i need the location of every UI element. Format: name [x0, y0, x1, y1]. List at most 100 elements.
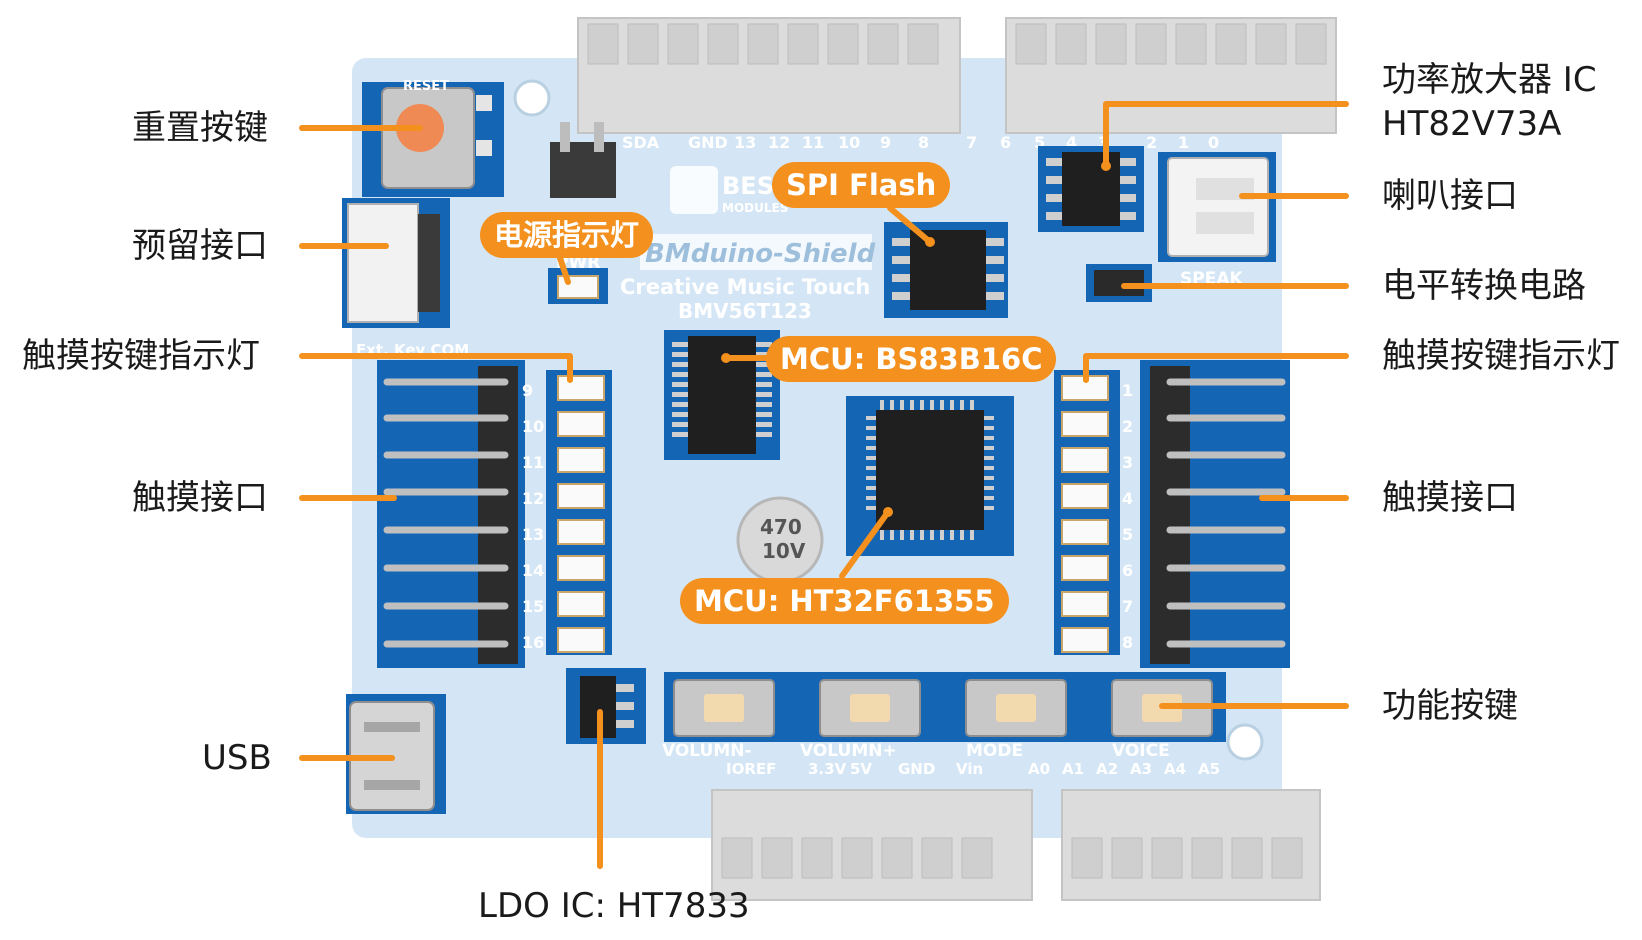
- top-pin-label: 13: [734, 133, 756, 152]
- right-touch-number: 3: [1122, 453, 1133, 472]
- bottom-pin-label: A5: [1198, 760, 1220, 778]
- label-touch-port-right: 触摸接口: [1382, 478, 1518, 518]
- bottom-pin-label: GND: [898, 760, 935, 778]
- label-amp-ic-line2: HT82V73A: [1382, 104, 1562, 144]
- cap-voltage-silk: 10V: [762, 539, 806, 563]
- left-touch-number: 15: [522, 597, 544, 616]
- function-buttons-row: [664, 672, 1226, 742]
- top-pin-label: 12: [768, 133, 790, 152]
- line-touch-led-right: [1083, 353, 1349, 383]
- usb-connector: [346, 694, 446, 814]
- cap-value-silk: 470: [760, 515, 802, 539]
- label-reserved-port: 预留接口: [132, 226, 268, 266]
- callout-lines: [299, 101, 1349, 869]
- button-silk-labels: VOLUMN- VOLUMN+ MODE VOICE: [662, 741, 1170, 761]
- left-touch-number: 13: [522, 525, 544, 544]
- top-pin-label: 7: [966, 133, 977, 152]
- bottom-pin-label: A2: [1096, 760, 1118, 778]
- label-speaker-port: 喇叭接口: [1382, 176, 1518, 216]
- mcu-bs-chip: [664, 330, 780, 460]
- bottom-pin-label: Vin: [956, 760, 983, 778]
- right-touch-number: 1: [1122, 381, 1133, 400]
- line-touch-led-left: [299, 353, 573, 383]
- pill-mcu-ht: MCU: HT32F61355: [680, 578, 1009, 624]
- bottom-pin-label: IOREF: [726, 760, 776, 778]
- left-touch-number: 12: [522, 489, 544, 508]
- left-touch-leds: [546, 370, 612, 655]
- pill-mcu-bs: MCU: BS83B16C: [766, 336, 1057, 382]
- line-power-led: [557, 255, 571, 285]
- top-pin-label: 0: [1208, 133, 1219, 152]
- button-silk-label: VOLUMN-: [662, 741, 752, 761]
- reserved-port-component: Ext. Key COM: [342, 198, 469, 359]
- jumper-header: [550, 122, 616, 198]
- line-spi: [887, 205, 933, 245]
- top-pin-label: 4: [1066, 133, 1077, 152]
- reset-silk: RESET: [403, 79, 449, 94]
- left-touch-number: 11: [522, 453, 544, 472]
- top-headers: [577, 17, 1337, 134]
- label-usb: USB: [202, 738, 272, 778]
- top-pin-label: 8: [918, 133, 929, 152]
- model-silk: BMV56T123: [678, 299, 812, 323]
- pill-power-led: 电源指示灯: [480, 212, 654, 258]
- bottom-pin-label: 5V: [850, 760, 872, 778]
- bottom-pin-label: A0: [1028, 760, 1050, 778]
- line-amp: [1103, 101, 1349, 169]
- top-pin-label: SDA: [622, 133, 660, 152]
- pwr-silk: PWR: [556, 253, 600, 273]
- right-touch-header: [1140, 360, 1290, 668]
- bottom-pin-label: 3.3V: [808, 760, 847, 778]
- right-touch-number: 2: [1122, 417, 1133, 436]
- line-mcu-ht: [839, 509, 891, 579]
- product-subtitle-silk: Creative Music Touch: [620, 275, 870, 299]
- left-touch-header: [377, 360, 525, 668]
- reset-button-component: RESET: [362, 79, 504, 197]
- bottom-pin-label: A4: [1164, 760, 1186, 778]
- right-touch-number: 7: [1122, 597, 1133, 616]
- label-level-shift: 电平转换电路: [1382, 266, 1586, 306]
- power-led-component: PWR: [548, 253, 608, 304]
- left-touch-number: 14: [522, 561, 544, 580]
- left-touch-number: 10: [522, 417, 544, 436]
- label-touch-led-right: 触摸按键指示灯: [1382, 336, 1620, 376]
- left-touch-number: 16: [522, 633, 544, 652]
- bottom-pin-label: A1: [1062, 760, 1084, 778]
- ldo-component: [566, 668, 646, 744]
- right-touch-number: 5: [1122, 525, 1133, 544]
- label-touch-led-left: 触摸按键指示灯: [22, 336, 260, 376]
- label-amp-ic-line1: 功率放大器 IC: [1382, 60, 1597, 100]
- left-touch-numbers: 9 10 11 12 13 14 15 16: [522, 381, 544, 652]
- top-pin-label: 10: [838, 133, 860, 152]
- right-touch-number: 8: [1122, 633, 1133, 652]
- modules-silk: MODULES: [722, 201, 788, 215]
- top-pin-label: 6: [1000, 133, 1011, 152]
- right-touch-leds: [1054, 370, 1120, 655]
- top-pin-label: 2: [1146, 133, 1157, 152]
- bottom-pin-label: A3: [1130, 760, 1152, 778]
- capacitor: 470 10V: [736, 496, 824, 584]
- product-title-silk: BMduino-Shield: [645, 239, 876, 269]
- amp-ic-chip: [1038, 146, 1144, 232]
- right-touch-number: 4: [1122, 489, 1133, 508]
- left-touch-number: 9: [522, 381, 533, 400]
- pill-spi-flash: SPI Flash: [772, 162, 951, 208]
- label-reset-button: 重置按键: [132, 108, 268, 148]
- spi-flash-chip: [884, 222, 1008, 318]
- top-pin-label: 9: [880, 133, 891, 152]
- speaker-connector: SPEAK: [1158, 152, 1276, 289]
- bottom-headers: [711, 789, 1321, 901]
- top-pin-label: 5: [1034, 133, 1045, 152]
- right-touch-number: 6: [1122, 561, 1133, 580]
- label-touch-port-left: 触摸接口: [132, 478, 268, 518]
- top-pin-label: 11: [802, 133, 824, 152]
- right-touch-numbers: 1 2 3 4 5 6 7 8: [1122, 381, 1133, 652]
- label-function-keys: 功能按键: [1382, 686, 1518, 726]
- button-silk-label: MODE: [966, 741, 1023, 761]
- button-silk-label: VOICE: [1112, 741, 1170, 761]
- callout-dots: [721, 161, 1111, 517]
- button-silk-label: VOLUMN+: [800, 741, 897, 761]
